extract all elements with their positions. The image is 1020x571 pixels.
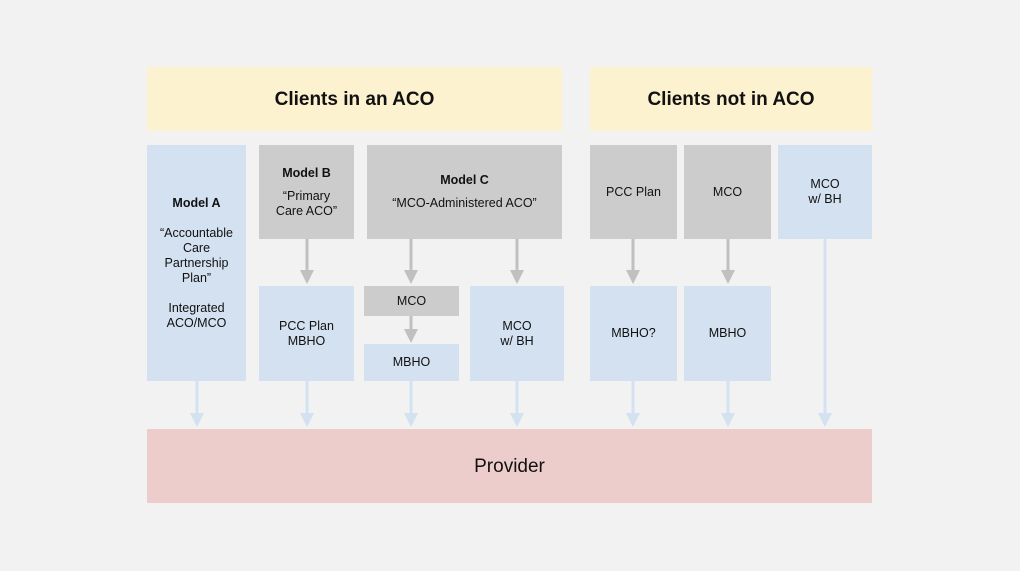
- model-c-mco-bh-label: MCO w/ BH: [500, 318, 534, 348]
- model-c-box: Model C “MCO-Administered ACO”: [367, 145, 562, 239]
- header-clients-in-aco: Clients in an ACO: [147, 67, 562, 131]
- arrow-pcc-plan-down-head: [626, 270, 640, 284]
- mco-box: MCO: [684, 145, 771, 239]
- model-b-box: Model B “Primary Care ACO”: [259, 145, 354, 239]
- model-c-title: Model C: [440, 173, 489, 187]
- arrow-mco-down-head: [721, 270, 735, 284]
- provider-label: Provider: [474, 455, 545, 477]
- model-c-description: “MCO-Administered ACO”: [392, 196, 537, 210]
- model-b-pcc-plan-mbho-label: PCC Plan MBHO: [279, 318, 334, 348]
- mbho-box: MBHO: [684, 286, 771, 381]
- model-a-subtitle: Integrated ACO/MCO: [166, 300, 227, 330]
- model-c-mco-box: MCO: [364, 286, 459, 316]
- model-c-mco-label: MCO: [396, 293, 427, 308]
- model-a-description: “Accountable Care Partnership Plan”: [160, 225, 233, 285]
- mco-bh-label: MCO w/ BH: [808, 177, 842, 206]
- arrow-mbho-to-provider-head: [721, 413, 735, 427]
- model-c-mbho-box: MBHO: [364, 344, 459, 381]
- model-a-title: Model A: [172, 195, 221, 210]
- mbho-question-label: MBHO?: [611, 326, 656, 340]
- header-clients-in-aco-label: Clients in an ACO: [274, 88, 435, 110]
- mbho-question-box: MBHO?: [590, 286, 677, 381]
- arrow-mco-bh-to-provider-head: [818, 413, 832, 427]
- pcc-plan-box: PCC Plan: [590, 145, 677, 239]
- arrow-model-c-mbho-to-provider-head: [404, 413, 418, 427]
- arrow-mbho-question-to-provider-head: [626, 413, 640, 427]
- arrow-model-b-to-provider-head: [300, 413, 314, 427]
- model-b-title: Model B: [282, 165, 331, 180]
- arrow-model-a-to-provider-head: [190, 413, 204, 427]
- mco-bh-box: MCO w/ BH: [778, 145, 872, 239]
- model-c-mco-bh-box: MCO w/ BH: [470, 286, 564, 381]
- arrow-model-c-mco-down-head: [404, 270, 418, 284]
- mbho-label: MBHO: [708, 326, 747, 340]
- header-clients-not-in-aco-label: Clients not in ACO: [647, 88, 815, 110]
- model-a-box: Model A “Accountable Care Partnership Pl…: [147, 145, 246, 381]
- model-b-description: “Primary Care ACO”: [275, 188, 338, 218]
- mco-label: MCO: [712, 184, 743, 199]
- provider-box: Provider: [147, 429, 872, 503]
- arrow-mco-to-mbho-head: [404, 329, 418, 343]
- arrow-model-c-mco-bh-to-provider-head: [510, 413, 524, 427]
- model-c-mbho-label: MBHO: [392, 355, 431, 369]
- pcc-plan-label: PCC Plan: [606, 184, 661, 199]
- arrow-model-c-mco-bh-down-head: [510, 270, 524, 284]
- model-b-pcc-plan-mbho-box: PCC Plan MBHO: [259, 286, 354, 381]
- arrow-model-b-down-head: [300, 270, 314, 284]
- header-clients-not-in-aco: Clients not in ACO: [590, 67, 872, 131]
